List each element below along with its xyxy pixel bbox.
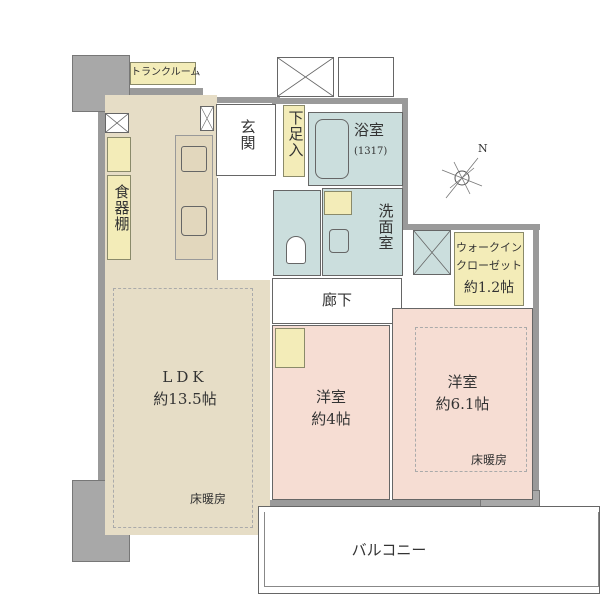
floor-heating-area xyxy=(415,327,527,472)
compass-icon: N xyxy=(440,142,490,200)
ldk-label: LDK xyxy=(162,368,208,386)
washroom: 洗面室 xyxy=(322,188,403,276)
hallway-label: 廊下 xyxy=(321,291,352,309)
pipe-space xyxy=(105,113,129,133)
outdoor-unit-space xyxy=(277,57,334,97)
wall-top-right xyxy=(272,98,408,104)
ldk-room: LDK 約13.5帖 床暖房 xyxy=(105,280,270,535)
pantry-shelf xyxy=(107,137,131,172)
western-room-2-label: 洋室 xyxy=(447,373,478,391)
western-room-2: 洋室 約6.1帖 床暖房 xyxy=(392,308,533,500)
kitchen-counter xyxy=(175,135,213,260)
walk-in-closet: ウォークイン クローゼット 約1.2帖 xyxy=(454,232,524,306)
balcony: バルコニー xyxy=(258,506,600,594)
bathroom: 浴室 (1317) xyxy=(308,112,403,186)
outdoor-space xyxy=(338,57,394,97)
washbasin-icon xyxy=(329,229,349,253)
wall-right-upper xyxy=(402,100,408,228)
ldk-size: 約13.5帖 xyxy=(153,390,217,408)
trunk-room-label: トランクルーム xyxy=(131,67,201,78)
toilet-room xyxy=(273,190,321,276)
western-room-1-size: 約4帖 xyxy=(311,410,351,428)
entrance-label: 玄関 xyxy=(238,119,257,151)
compass-north-label: N xyxy=(478,142,488,155)
shoe-storage: 下足入 xyxy=(283,105,305,177)
entry-hall xyxy=(217,178,273,280)
wic-label-line2: クローゼット xyxy=(456,259,522,272)
balcony-inner-edge xyxy=(264,512,599,587)
hallway: 廊下 xyxy=(272,278,402,324)
western-room-1: 洋室 約4帖 xyxy=(272,325,390,500)
floor-heating-area xyxy=(113,288,253,528)
pipe-space xyxy=(200,106,214,131)
shoe-storage-label: 下足入 xyxy=(286,110,305,158)
wall-left xyxy=(98,108,105,483)
wall-right-step xyxy=(402,224,540,230)
wic-size: 約1.2帖 xyxy=(463,280,515,296)
ldk-floor-heating: 床暖房 xyxy=(190,492,227,506)
western-room-2-floor-heating: 床暖房 xyxy=(471,453,508,467)
sink-icon xyxy=(181,206,207,236)
wall-top xyxy=(200,97,280,103)
balcony-label: バルコニー xyxy=(351,541,427,559)
wic-label-line1: ウォークイン xyxy=(456,241,522,254)
wall-top-left xyxy=(128,88,203,95)
dish-cabinet: 食器棚 xyxy=(107,175,131,260)
wall-balcony-top xyxy=(258,500,483,506)
bathroom-label: 浴室 xyxy=(354,121,385,139)
bathtub-icon xyxy=(315,119,349,179)
closet xyxy=(275,328,305,368)
western-room-1-label: 洋室 xyxy=(315,388,346,406)
pipe-space xyxy=(413,230,451,275)
toilet-icon xyxy=(286,236,306,264)
trunk-room: トランクルーム xyxy=(130,62,201,85)
dish-cabinet-label: 食器棚 xyxy=(112,184,131,232)
bathroom-size: (1317) xyxy=(354,146,388,157)
entrance: 玄関 xyxy=(216,104,276,176)
stove-icon xyxy=(181,146,207,172)
washer-space xyxy=(324,191,352,215)
washroom-label: 洗面室 xyxy=(376,203,395,251)
western-room-2-size: 約6.1帖 xyxy=(435,395,490,413)
wall-right xyxy=(533,224,539,494)
